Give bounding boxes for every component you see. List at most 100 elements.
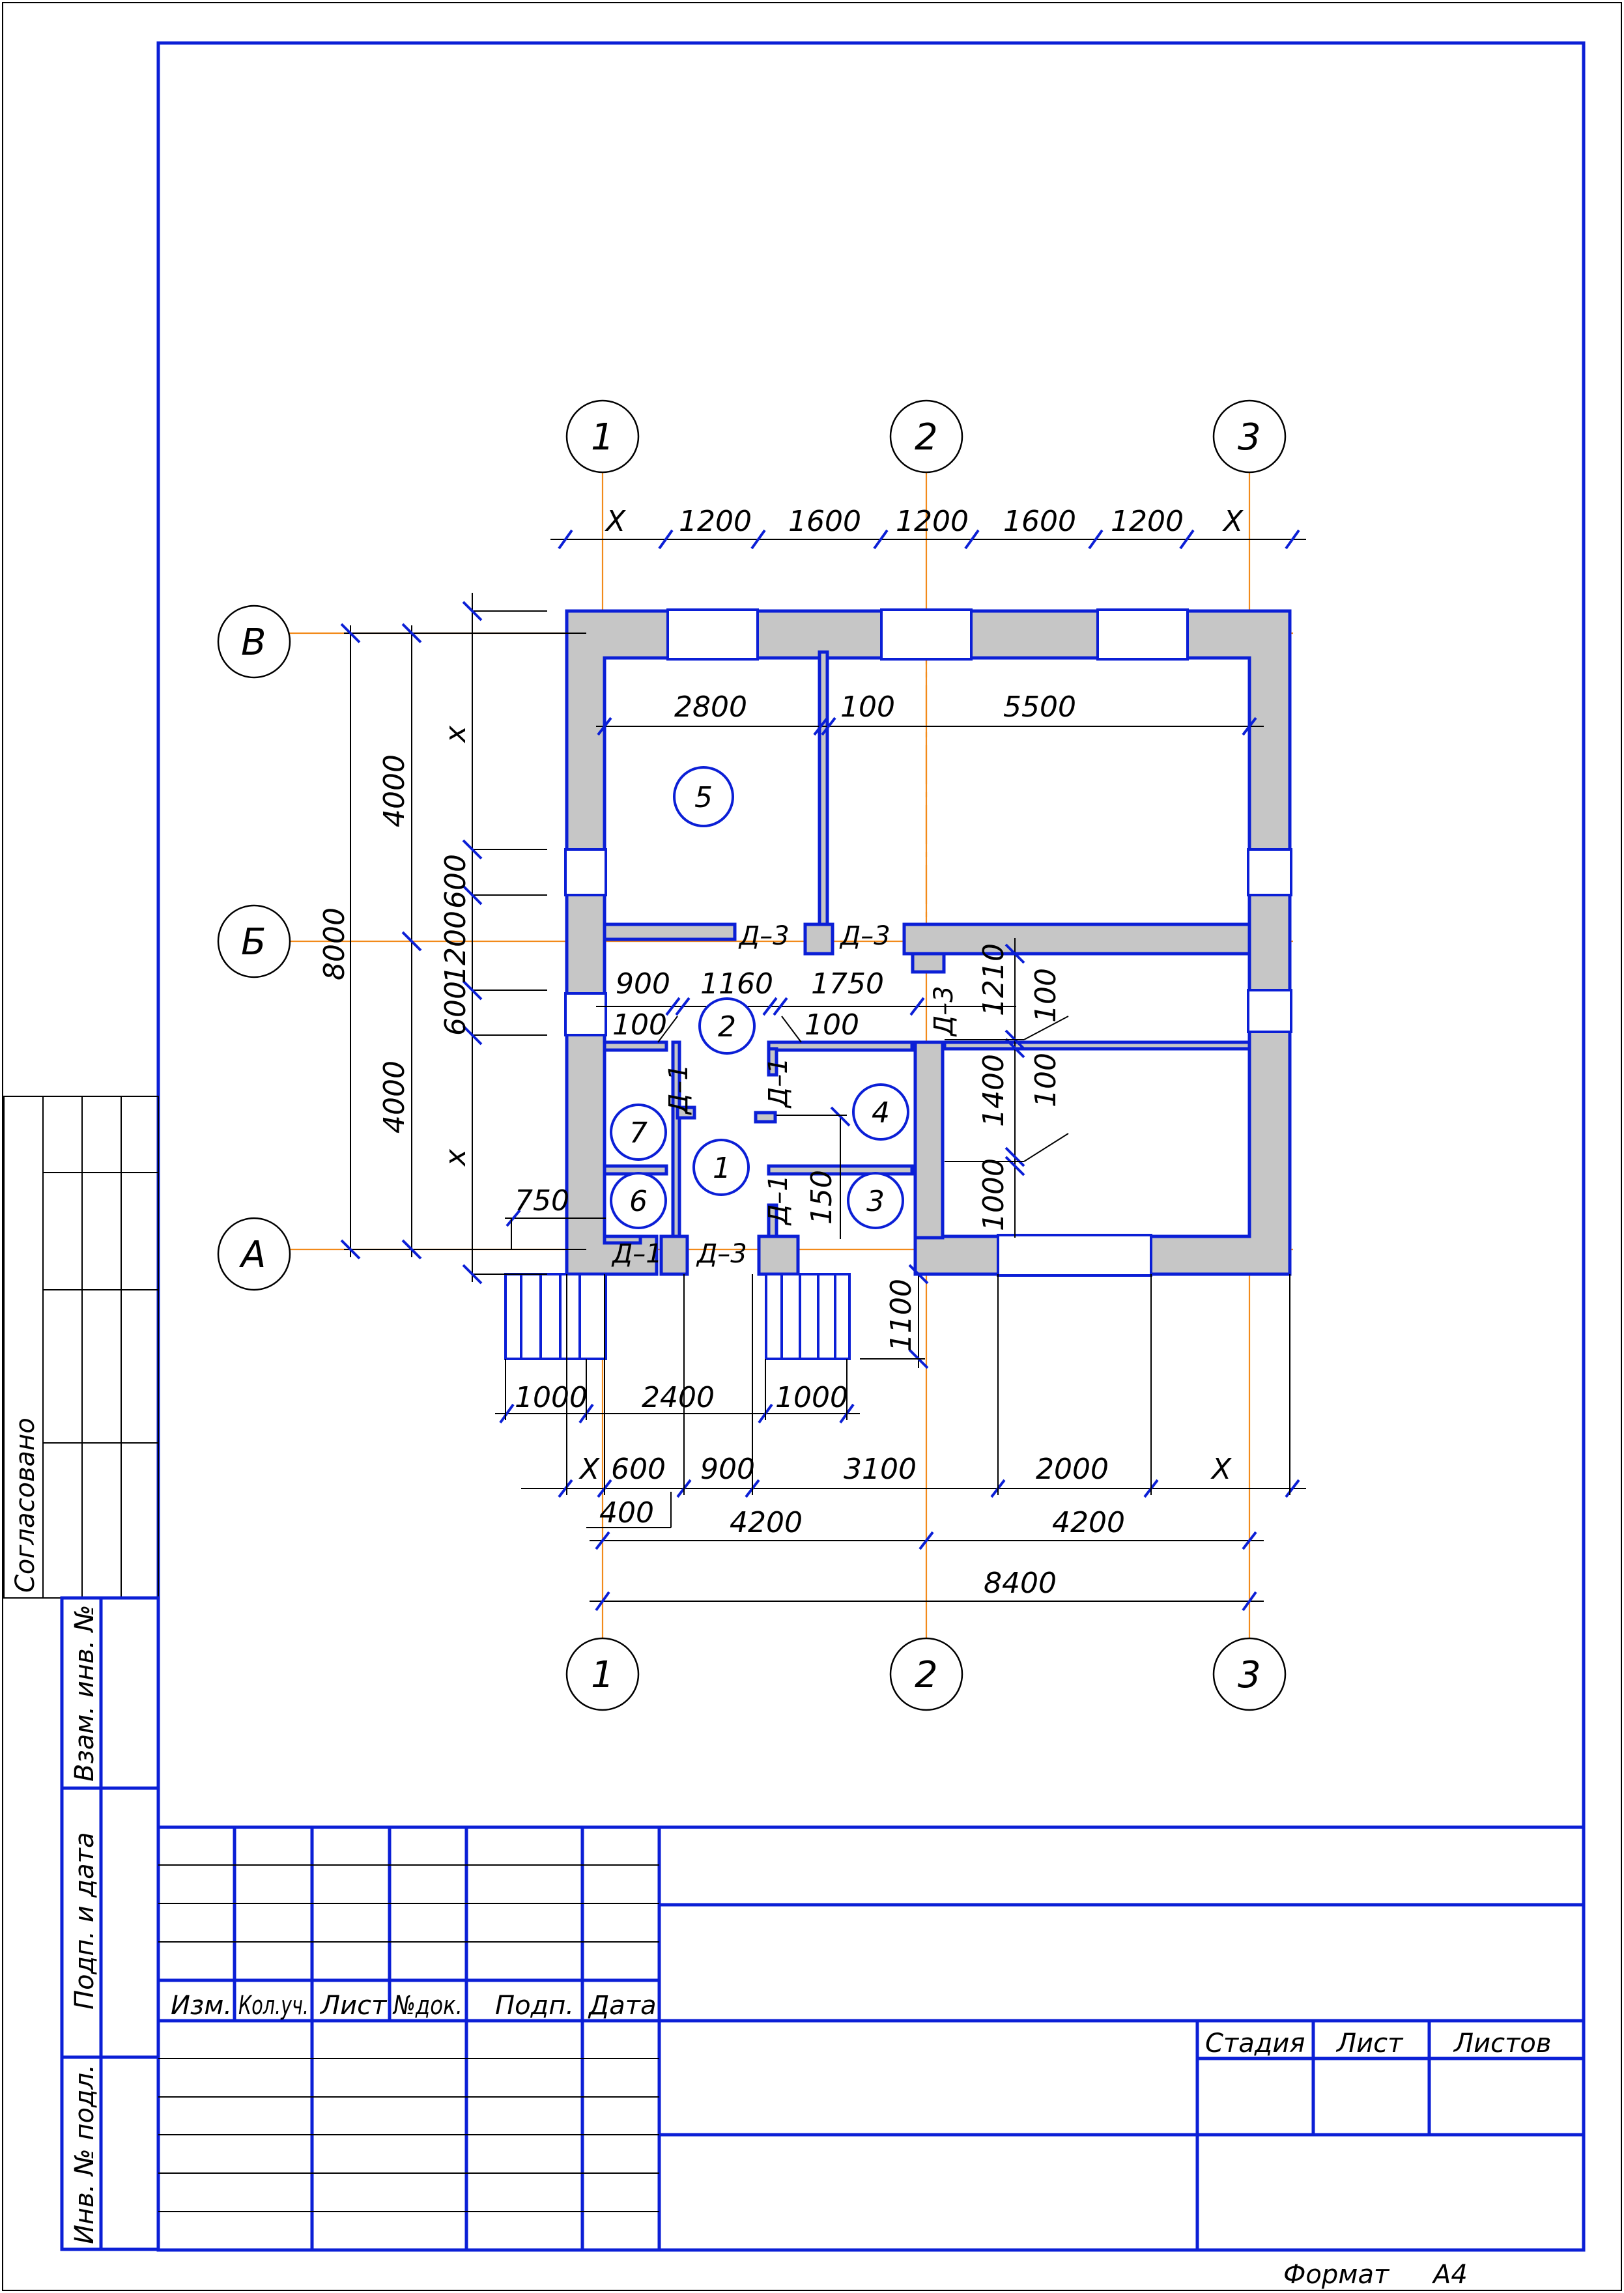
dim-int-2800: 2800 [674,691,747,724]
svg-text:7: 7 [629,1117,648,1150]
dim-porch-0: 1000 [515,1381,588,1414]
stage-col-sheet: Лист [1335,2029,1404,2058]
svg-text:2: 2 [718,1010,736,1044]
porch-left [504,1273,607,1360]
dim-bot1-3: 3100 [844,1453,917,1486]
dim-int-1400: 1400 [977,1054,1010,1127]
dim-top-2: 1600 [788,505,861,538]
axis-bubble-3-bottom: 3 [1212,1637,1287,1711]
drawing-frame [156,41,1586,2252]
door-d1-1: Д–1 [664,1064,694,1115]
dim-left-inner-0: x [439,725,472,744]
svg-text:2: 2 [915,416,938,459]
stage-col-sheets: Листов [1453,2029,1551,2058]
side-field-inv-original: Инв. № подл. [70,2064,100,2244]
dim-left-inner-4: x [439,1148,472,1167]
dim-int-100d: 100 [1029,968,1062,1023]
axis-bubble-3-top: 3 [1212,399,1287,474]
dim-bot1-6: 400 [599,1496,654,1530]
stage-col-stage: Стадия [1205,2029,1305,2058]
side-approval-label: Согласовано [10,1417,40,1593]
dim-top-0: X [605,505,626,538]
title-block: Изм. Кол.уч. Лист №док. Подп. Дата Стади… [156,1825,1586,2252]
dim-int-1750: 1750 [811,967,884,1001]
door-d1-4: Д–1 [611,1239,662,1269]
porch-right [765,1273,851,1360]
dim-top-1: 1200 [679,505,752,538]
dim-int-100c: 100 [805,1008,859,1042]
dim-top-4: 1600 [1003,505,1076,538]
svg-text:3: 3 [1238,416,1261,459]
dim-left-mid-1: 4000 [378,1061,411,1133]
svg-text:2: 2 [915,1654,938,1696]
windows [564,608,1292,1277]
col-podp: Подп. [495,1991,574,2021]
dim-int-100a: 100 [840,691,895,724]
svg-text:1: 1 [591,416,614,459]
dim-top-3: 1200 [896,505,969,538]
axis-bubble-1-top: 1 [565,399,640,474]
room-bubble-3: 3 [847,1172,904,1229]
door-labels: Д–3 Д–3 Д–3 Д–1 Д–1 Д–1 Д–1 Д–3 [611,921,959,1269]
dim-left-outer: 8000 [318,907,351,980]
side-approval-strip: Согласовано [3,1096,159,1599]
dim-left-inner-2: 1200 [439,911,472,984]
svg-text:6: 6 [629,1185,648,1218]
axis-bubble-2-top: 2 [889,399,963,474]
side-field-sign-date: Подп. и дата [70,1832,100,2010]
svg-text:4: 4 [872,1096,890,1130]
dim-left-inner-1: 600 [439,854,472,909]
col-data: Дата [588,1991,657,2021]
dim-bot1-2: 900 [700,1453,755,1486]
format-label: Формат [1283,2260,1390,2290]
col-izm: Изм. [171,1991,232,2021]
svg-text:Б: Б [241,921,266,963]
dim-top-6: X [1222,505,1244,538]
svg-text:5: 5 [694,781,713,814]
door-d3-1: Д–3 [738,921,790,951]
room-bubble-2: 2 [698,997,756,1055]
axis-bubble-A: А [217,1217,291,1291]
dim-int-1160: 1160 [700,967,773,1001]
door-d1-2: Д–1 [763,1057,793,1109]
dimension-lines [340,529,1306,1612]
col-list: Лист [319,1991,388,2021]
svg-text:1: 1 [591,1654,614,1696]
dim-int-1000: 1000 [977,1158,1010,1231]
dim-porch-2: 1000 [775,1381,848,1414]
svg-text:3: 3 [866,1185,885,1218]
dim-int-750: 750 [515,1184,569,1218]
dim-bot1-4: 2000 [1036,1453,1109,1486]
dim-bot1-5: X [1210,1453,1232,1486]
svg-text:В: В [241,621,266,664]
dim-int-100e: 100 [1029,1053,1062,1107]
axis-bubble-2-bottom: 2 [889,1637,963,1711]
room-bubble-4: 4 [852,1083,909,1141]
dim-int-150: 150 [805,1170,838,1225]
dim-left-mid-0: 4000 [378,754,411,827]
door-d3-2: Д–3 [839,921,890,951]
dimension-texts: X 1200 1600 1200 1600 1200 X 8000 4000 4… [318,505,1244,1600]
room-bubble-6: 6 [610,1172,667,1229]
svg-text:3: 3 [1238,1654,1261,1696]
dim-bot1-0: X [578,1453,600,1486]
room-bubble-1: 1 [692,1139,750,1196]
door-d1-3: Д–1 [763,1175,793,1226]
col-koluch: Кол.уч. [238,1991,309,2021]
room-bubble-5: 5 [673,766,734,827]
dim-int-100b: 100 [612,1008,667,1042]
svg-text:А: А [239,1234,266,1276]
dim-porch-3: 1100 [885,1279,918,1352]
format-value: А4 [1431,2260,1468,2290]
room-bubble-7: 7 [610,1104,667,1161]
door-d3-3: Д–3 [929,986,959,1037]
dim-top-5: 1200 [1111,505,1184,538]
dim-bot-total: 8400 [984,1567,1057,1600]
dim-porch-1: 2400 [642,1381,715,1414]
dim-bot1-1: 600 [611,1453,666,1486]
dim-bot2-1: 4200 [1052,1506,1125,1539]
door-d3-4: Д–3 [696,1239,747,1269]
building-walls [565,609,1292,1276]
